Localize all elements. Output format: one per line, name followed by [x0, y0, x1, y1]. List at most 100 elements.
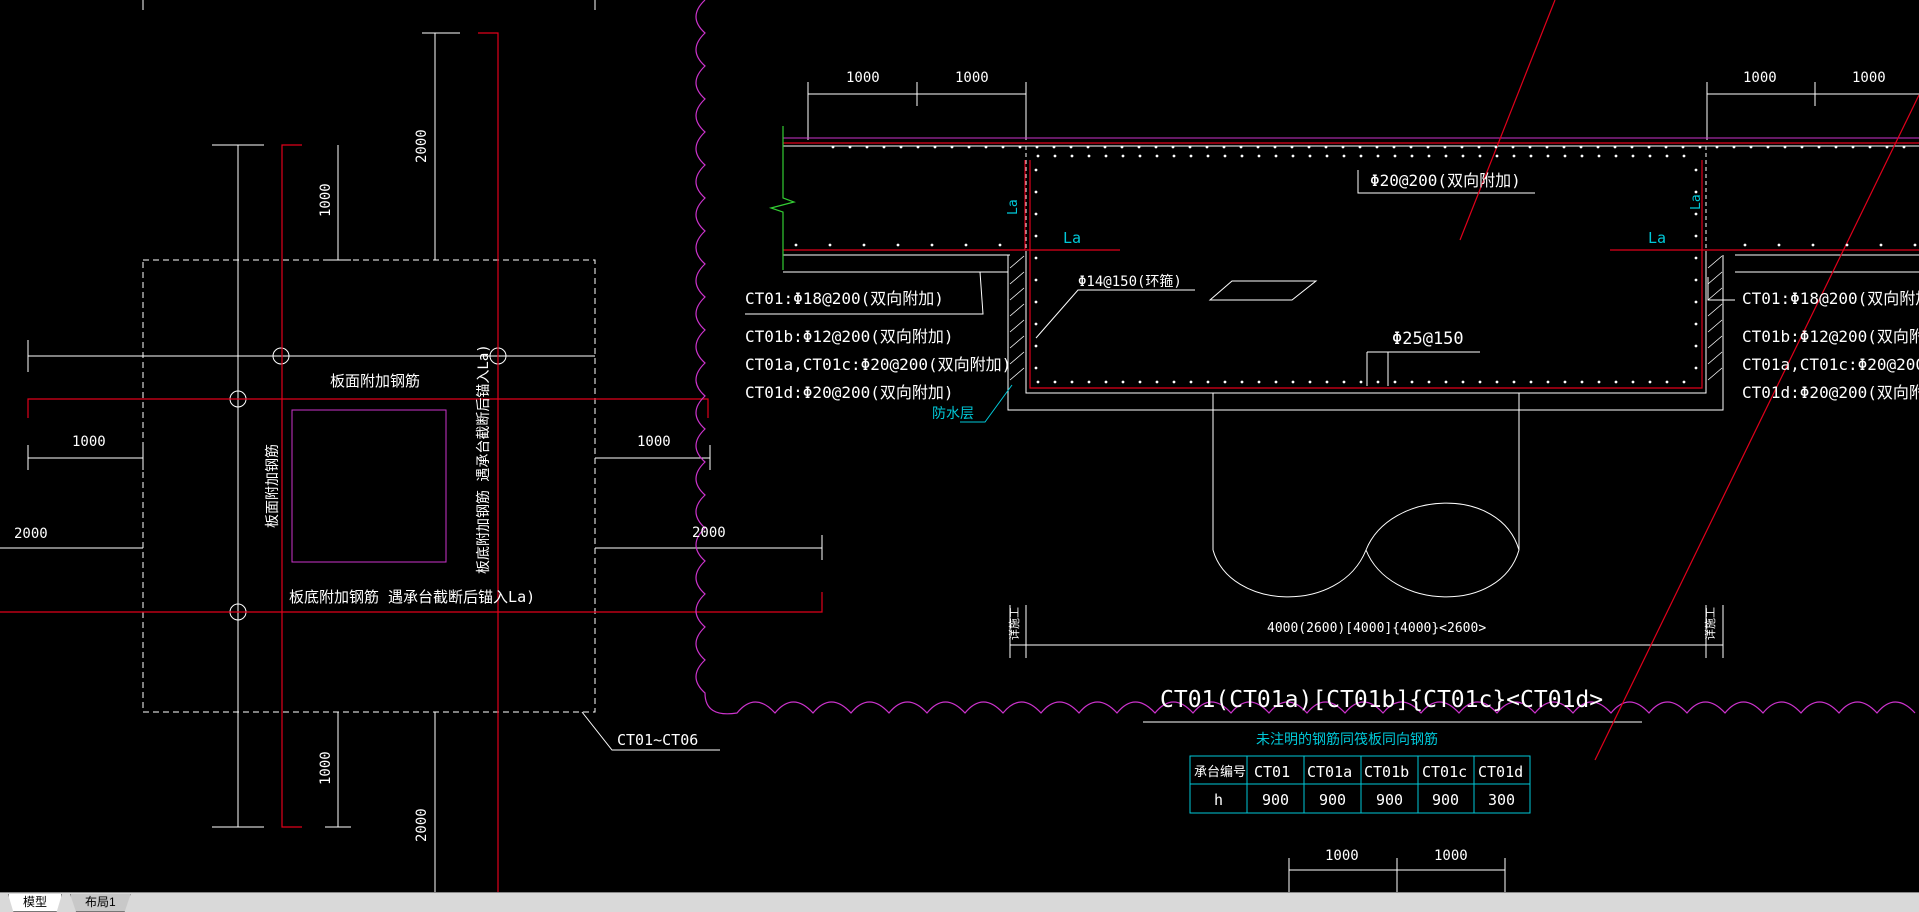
- rebar-dot: [1614, 154, 1618, 158]
- rebar-dot: [1630, 145, 1634, 149]
- rebar-dot: [916, 145, 920, 149]
- rebar-dot: [1665, 380, 1669, 384]
- rebar-dot: [828, 243, 832, 247]
- rebar-dot: [1274, 154, 1278, 158]
- rebar-dot: [1155, 380, 1159, 384]
- table-cell: 900: [1262, 791, 1289, 809]
- column-outline: [291, 409, 447, 563]
- svg-text:1000: 1000: [72, 434, 106, 450]
- svg-text:CT01b:Φ12@200(双向附加): CT01b:Φ12@200(双向附加): [745, 327, 954, 346]
- rebar-dot: [1613, 145, 1617, 149]
- section-view: [745, 82, 1919, 892]
- pile-cap-outline: [142, 259, 596, 713]
- rebar-dot: [1511, 145, 1515, 149]
- rebar-dot: [1410, 154, 1414, 158]
- svg-text:La: La: [1689, 194, 1704, 210]
- table-cell: h: [1214, 791, 1223, 809]
- rebar-dot: [1104, 154, 1108, 158]
- rebar-dot: [1580, 380, 1584, 384]
- svg-text:2000: 2000: [692, 525, 726, 541]
- rebar-dot: [1444, 154, 1448, 158]
- rebar-dot: [1342, 380, 1346, 384]
- rebar-dot: [1342, 154, 1346, 158]
- rebar-dot: [1698, 145, 1702, 149]
- rebar-dot: [1053, 380, 1057, 384]
- rebar-dot: [1273, 145, 1277, 149]
- table-header-cell: CT01d: [1478, 763, 1523, 781]
- rebar-dot: [1308, 154, 1312, 158]
- rebar-dot: [1290, 145, 1294, 149]
- rebar-dot: [794, 243, 798, 247]
- rebar-dot: [1222, 145, 1226, 149]
- rebar-dot: [1478, 154, 1482, 158]
- rebar-dot: [1034, 366, 1038, 370]
- svg-text:详施工: 详施工: [1007, 607, 1021, 640]
- section-texts: 1000 1000 1000 1000 La La La La Φ20@200(…: [745, 70, 1919, 864]
- rebar-dot: [1018, 145, 1022, 149]
- revision-cloud: [695, 0, 1916, 715]
- svg-text:1000: 1000: [955, 70, 989, 86]
- rebar-dot: [984, 145, 988, 149]
- svg-text:防水层: 防水层: [932, 406, 974, 422]
- rebar-dot: [1647, 145, 1651, 149]
- rebar-dot: [1477, 145, 1481, 149]
- rebar-dot: [1393, 154, 1397, 158]
- rebar-dot: [1694, 366, 1698, 370]
- svg-text:1000: 1000: [637, 434, 671, 450]
- pile-cap-table: [1189, 755, 1531, 814]
- svg-text:2000: 2000: [414, 808, 430, 842]
- svg-text:CT01d:Φ20@200(双向附加): CT01d:Φ20@200(双向附加): [1742, 383, 1919, 402]
- waterproof-leader: [960, 384, 1013, 423]
- rebar-dot: [1034, 344, 1038, 348]
- rebar-dot: [1325, 154, 1329, 158]
- rebar-dot: [1749, 145, 1753, 149]
- rebar-dot: [882, 145, 886, 149]
- plan-rebar-lines: [0, 32, 823, 892]
- svg-text:1000: 1000: [318, 183, 334, 217]
- rebar-dot: [1868, 145, 1872, 149]
- svg-text:CT01~CT06: CT01~CT06: [617, 731, 698, 749]
- rebar-dot: [1563, 154, 1567, 158]
- rebar-dot: [1495, 380, 1499, 384]
- tab-model[interactable]: 模型: [8, 894, 63, 912]
- rebar-dot: [1274, 380, 1278, 384]
- table-cell: 900: [1376, 791, 1403, 809]
- rebar-dot: [1597, 380, 1601, 384]
- rebar-dot: [1034, 278, 1038, 282]
- rebar-dot: [1035, 145, 1039, 149]
- svg-text:CT01:Φ18@200(双向附加): CT01:Φ18@200(双向附加): [1742, 289, 1919, 308]
- rebar-dot: [1694, 168, 1698, 172]
- rebar-dot: [1563, 380, 1567, 384]
- rebar-dot: [1341, 145, 1345, 149]
- svg-text:Φ25@150: Φ25@150: [1392, 329, 1464, 349]
- plan-texts: 2000 1000 1000 2000 1000 2000 板面附加钢筋 板底附…: [14, 129, 726, 842]
- rebar-dot: [1393, 380, 1397, 384]
- rebar-dot: [930, 243, 934, 247]
- rebar-dot: [1528, 145, 1532, 149]
- rebar-dot: [1902, 145, 1906, 149]
- rebar-dot: [1376, 154, 1380, 158]
- rebar-dot: [1694, 278, 1698, 282]
- rebar-dot: [967, 145, 971, 149]
- tab-layout1[interactable]: 布局1: [70, 894, 131, 912]
- rebar-dot: [865, 145, 869, 149]
- rebar-dot: [1206, 380, 1210, 384]
- rebar-dot: [1694, 212, 1698, 216]
- break-line: [768, 126, 797, 270]
- rebar-dot: [1410, 380, 1414, 384]
- svg-text:CT01:Φ18@200(双向附加): CT01:Φ18@200(双向附加): [745, 289, 944, 308]
- rebar-dot: [1087, 380, 1091, 384]
- rebar-dot: [1138, 154, 1142, 158]
- rebar-dot: [1461, 154, 1465, 158]
- cad-drawing[interactable]: 2000 1000 1000 2000 1000 2000 板面附加钢筋 板底附…: [0, 0, 1919, 892]
- svg-text:Φ20@200(双向附加): Φ20@200(双向附加): [1370, 171, 1521, 190]
- rebar-dot: [1034, 234, 1038, 238]
- table-cell: 900: [1432, 791, 1459, 809]
- rebar-dot: [1743, 243, 1747, 247]
- rebar-dot: [1121, 380, 1125, 384]
- svg-text:1000: 1000: [1325, 848, 1359, 864]
- rebar-dot: [1694, 300, 1698, 304]
- rebar-dot: [1069, 145, 1073, 149]
- layout-tab-bar: 模型 布局1: [0, 892, 1919, 912]
